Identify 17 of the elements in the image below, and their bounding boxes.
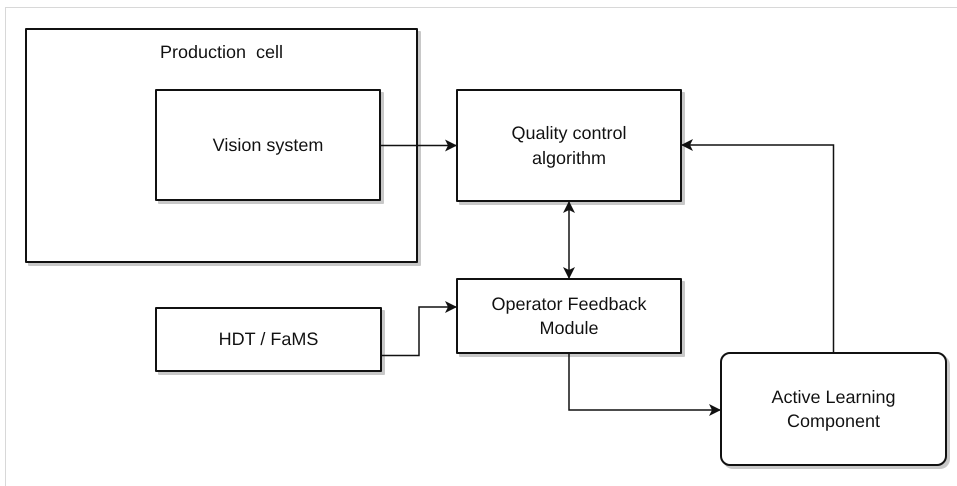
box-label: Operator Feedback Module bbox=[490, 292, 648, 340]
group-title: Production cell bbox=[160, 41, 284, 64]
group-box bbox=[25, 28, 418, 263]
process-box bbox=[456, 278, 682, 354]
arrow bbox=[381, 140, 457, 152]
process-box bbox=[456, 89, 682, 202]
arrow bbox=[681, 139, 834, 352]
arrow bbox=[382, 301, 457, 356]
box-label: HDT / FaMS bbox=[218, 328, 318, 352]
arrow bbox=[568, 354, 721, 416]
box-label: Quality control algorithm bbox=[510, 122, 628, 170]
process-box bbox=[720, 352, 947, 466]
box-label: Vision system bbox=[212, 134, 324, 157]
box-label: Active Learning Component bbox=[770, 386, 897, 433]
arrow bbox=[563, 201, 575, 279]
process-box bbox=[155, 307, 382, 372]
process-box bbox=[155, 89, 381, 201]
